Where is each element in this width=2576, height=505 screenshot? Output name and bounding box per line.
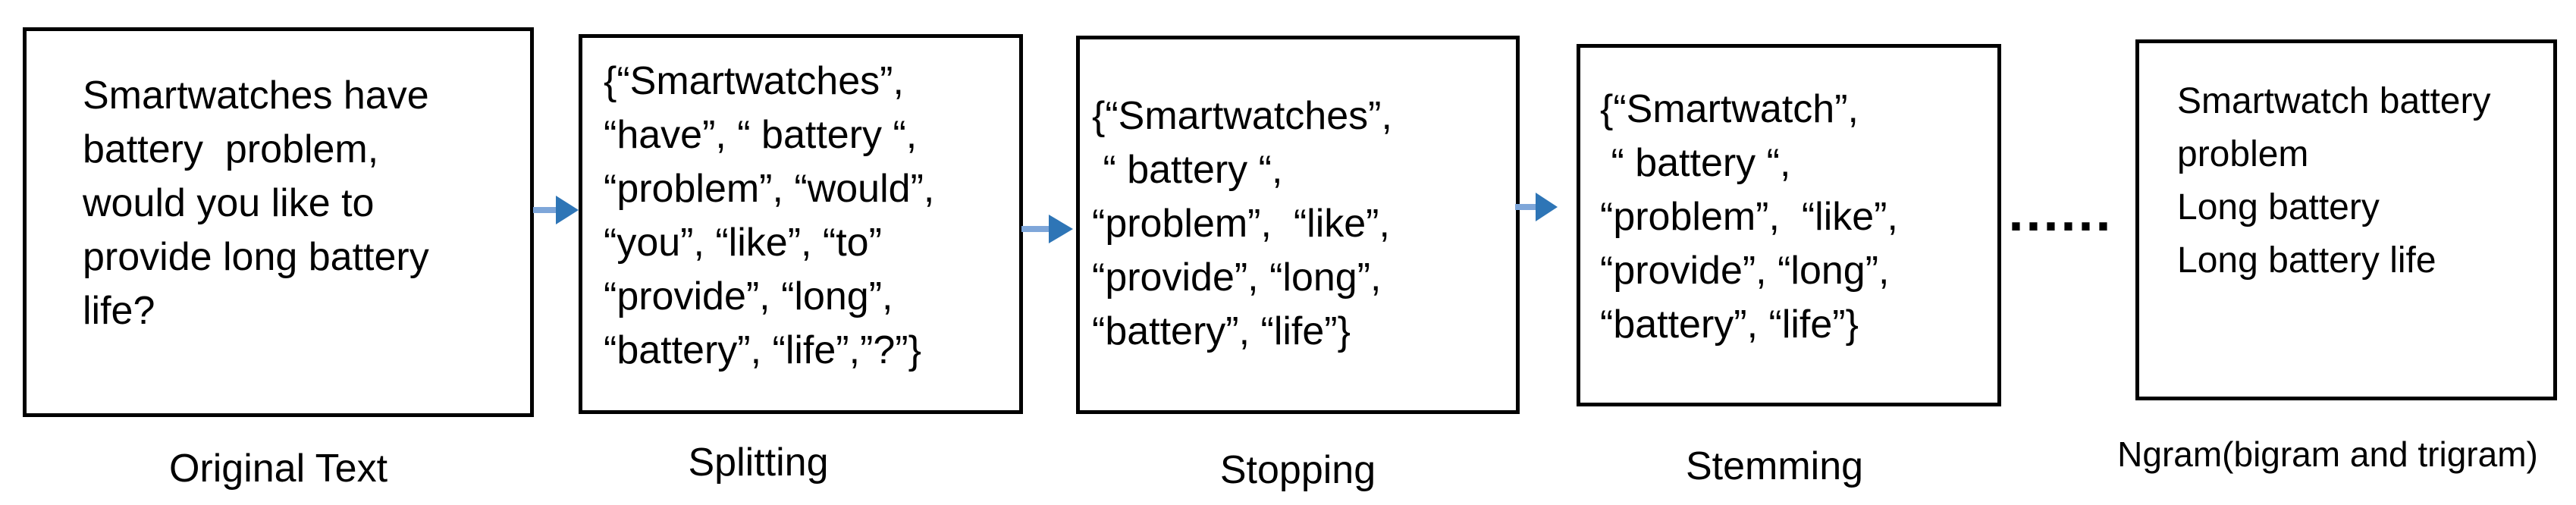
text-line: “ battery “, (1092, 148, 1283, 192)
stage-label-splitting: Splitting (688, 441, 829, 485)
stage-box-splitting: {“Smartwatches”, “have”, “ battery “, “p… (579, 34, 1023, 414)
stage-label-original-text: Original Text (168, 447, 388, 491)
text-line: “have”, “ battery “, (604, 113, 918, 157)
text-line: “battery”, “life”,”?”} (604, 328, 921, 372)
text-line: “provide”, “long”, (1600, 249, 1890, 293)
text-line: {“Smartwatches”, (1092, 94, 1392, 138)
text-line: “problem”, “like”, (1092, 202, 1390, 246)
arrow-head (1049, 215, 1073, 243)
flow-arrow-3 (1515, 193, 1558, 221)
text-line: “problem”, “would”, (604, 167, 935, 211)
arrow-head (556, 196, 579, 224)
stage-label-ngram: Ngram(bigram and trigram) (2117, 434, 2538, 474)
text-line: “problem”, “like”, (1600, 195, 1898, 239)
text-line: problem (2177, 134, 2309, 174)
flow-arrow-2 (1021, 215, 1073, 243)
arrow-head (1536, 193, 1558, 221)
text-line: “ battery “, (1600, 141, 1791, 185)
stage-label-stopping: Stopping (1219, 448, 1376, 492)
stage-box-original-text: Smartwatches have battery problem, would… (23, 27, 534, 417)
text-line: life? (83, 289, 155, 333)
text-line: Long battery life (2177, 240, 2436, 281)
text-line: “you”, “like”, “to” (604, 221, 882, 265)
text-line: “battery”, “life”} (1092, 309, 1351, 353)
stage-label-stemming: Stemming (1685, 444, 1864, 488)
stage-box-ngram: Smartwatch battery problem Long battery … (2135, 39, 2557, 400)
text-line: {“Smartwatch”, (1600, 87, 1859, 131)
ellipsis-connector: ...... (2008, 182, 2113, 243)
text-line: provide long battery (83, 235, 429, 279)
stage-box-stemming: {“Smartwatch”, “ battery “, “problem”, “… (1577, 44, 2001, 406)
text-line: Smartwatches have (83, 74, 429, 118)
stage-box-stopping: {“Smartwatches”, “ battery “, “problem”,… (1076, 36, 1520, 414)
text-line: Long battery (2177, 187, 2380, 227)
text-line: “battery”, “life”} (1600, 303, 1859, 347)
flow-arrow-1 (533, 196, 579, 224)
text-line: {“Smartwatches”, (604, 59, 904, 103)
text-line: “provide”, “long”, (1092, 256, 1382, 300)
text-line: “provide”, “long”, (604, 274, 893, 318)
text-line: battery problem, (83, 127, 379, 171)
text-line: would you like to (83, 181, 375, 225)
text-line: Smartwatch battery (2177, 81, 2491, 121)
